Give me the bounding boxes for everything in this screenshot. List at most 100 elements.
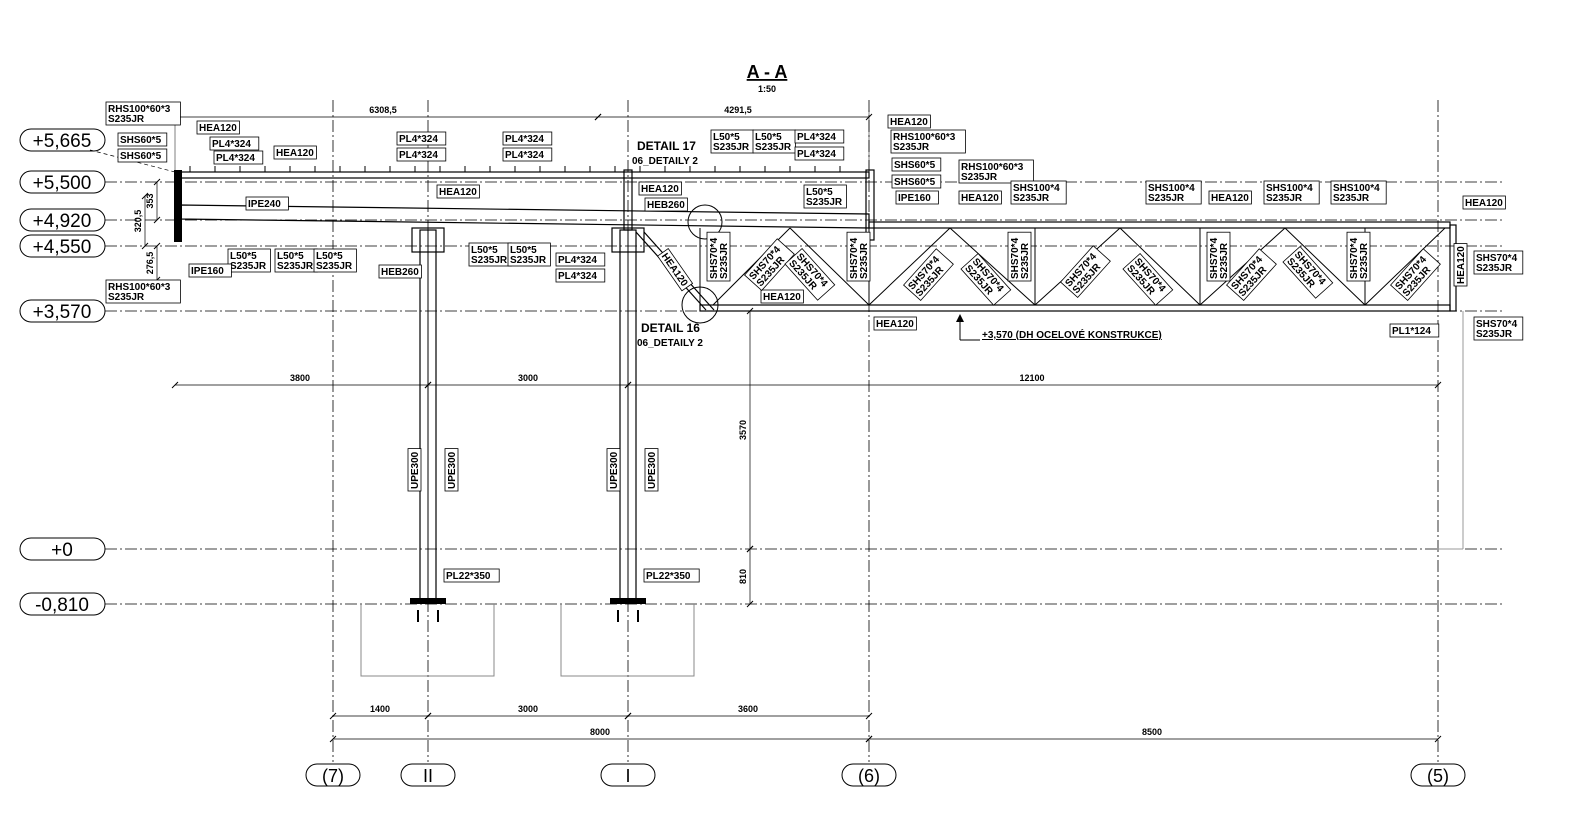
level-bubble — [19, 537, 106, 561]
member-label: HEA120 — [657, 248, 694, 292]
member-label-box — [407, 448, 422, 492]
member-label: HEA120 — [873, 316, 917, 331]
member-label-box — [1226, 248, 1277, 302]
detail-16-marker — [681, 286, 719, 324]
dimension-value: 8000 — [590, 727, 610, 737]
truss-diagonal-shs70x4 — [949, 227, 1036, 306]
grid-axis-bubble — [841, 763, 897, 787]
member-label: HEA120 — [887, 114, 931, 129]
detail-17-ref: 06_DETAILY 2 — [632, 156, 698, 167]
dimension-tick — [141, 192, 149, 200]
member-labels: RHS100*60*3S235JRSHS60*5SHS60*5HEA120PL4… — [105, 101, 1524, 583]
member-label: HEA120 — [958, 190, 1002, 205]
member-label-box — [784, 248, 836, 301]
grid-axis-label: (7) — [322, 766, 344, 786]
truss-diagonal-shs70x4 — [1364, 227, 1446, 306]
base-plate-pl22x350 — [410, 598, 446, 604]
member-label-text: PL4*324 — [505, 150, 544, 161]
dimension-value: 4291,5 — [724, 105, 752, 115]
section-scale: 1:50 — [758, 84, 776, 94]
member-label-box — [396, 147, 447, 162]
member-label-box — [1007, 231, 1032, 282]
member-label: HEA120 — [1462, 195, 1506, 210]
level-value: +3,570 — [33, 302, 92, 323]
dimension-tick — [865, 735, 873, 743]
base-plate-pl22x350 — [610, 598, 646, 604]
member-label-text: HEA120 — [1456, 246, 1467, 284]
member-label-box — [105, 101, 181, 126]
member-label: HEA120 — [1208, 190, 1252, 205]
member-label-text: L50*5 — [277, 251, 304, 262]
member-label-text: S235JR — [961, 172, 998, 183]
left-end-post — [174, 170, 182, 242]
grid-axis-label: (5) — [1427, 766, 1449, 786]
member-label-box — [502, 147, 553, 162]
post-hea120 — [623, 169, 633, 231]
member-label: PL4*324 — [794, 146, 845, 161]
member-label-box — [443, 568, 500, 583]
member-label-text: S235JR — [1020, 242, 1031, 279]
dimension-value: 1400 — [370, 704, 390, 714]
member-label-box — [1390, 248, 1441, 302]
member-label-text: SHS100*4 — [1013, 183, 1060, 194]
level-bubble — [19, 234, 106, 258]
member-label-box — [890, 129, 966, 154]
level-bubble — [19, 592, 106, 616]
member-label-text: PL4*324 — [797, 132, 836, 143]
detail-17-marker — [687, 204, 723, 240]
member-label-box — [887, 114, 931, 129]
member-label-box — [1473, 316, 1524, 341]
column-head-heb260 — [611, 227, 645, 253]
member-label-box — [396, 131, 447, 146]
member-label-text: PL22*350 — [446, 571, 491, 582]
member-label-text: S235JR — [1476, 329, 1513, 340]
dimension-value: 3800 — [290, 373, 310, 383]
member-label: PL4*324 — [213, 150, 264, 165]
member-label: PL4*324 — [794, 129, 845, 144]
member-label-box — [1330, 180, 1387, 205]
member-label: SHS60*5 — [891, 157, 942, 172]
member-label-text: HEA120 — [961, 193, 999, 204]
member-label-text: SHS100*4 — [1266, 183, 1313, 194]
dimension-value: 320,5 — [133, 210, 143, 233]
member-label-text: S235JR — [1333, 193, 1370, 204]
member-label: PL4*324 — [396, 147, 447, 162]
member-label-text: HEA120 — [1465, 198, 1503, 209]
dimension-value: 8500 — [1142, 727, 1162, 737]
member-label-box — [891, 157, 942, 172]
dimension-tick — [1434, 381, 1442, 389]
member-label-text: PL4*324 — [399, 150, 438, 161]
member-label: PL1*124 — [1389, 323, 1440, 338]
member-label-text: S235JR — [1359, 242, 1370, 279]
member-label-text: PL4*324 — [399, 134, 438, 145]
member-label-box — [209, 136, 260, 151]
level-bubble — [19, 208, 106, 232]
member-label-box — [117, 148, 168, 163]
member-label-text: SHS70*4 — [1476, 253, 1518, 264]
member-label-text: L50*5 — [230, 251, 257, 262]
member-label-text: S235JR — [316, 261, 353, 272]
member-label-box — [1346, 231, 1371, 282]
member-label-text: RHS100*60*3 — [108, 282, 171, 293]
member-label-box — [1060, 245, 1111, 299]
member-label-text: S235JR — [1219, 242, 1230, 279]
member-label-box — [1145, 180, 1202, 205]
member-label-text: PL4*324 — [797, 149, 836, 160]
level-bubble — [19, 170, 106, 194]
level-bubble — [19, 299, 106, 323]
member-label-box — [555, 268, 606, 283]
